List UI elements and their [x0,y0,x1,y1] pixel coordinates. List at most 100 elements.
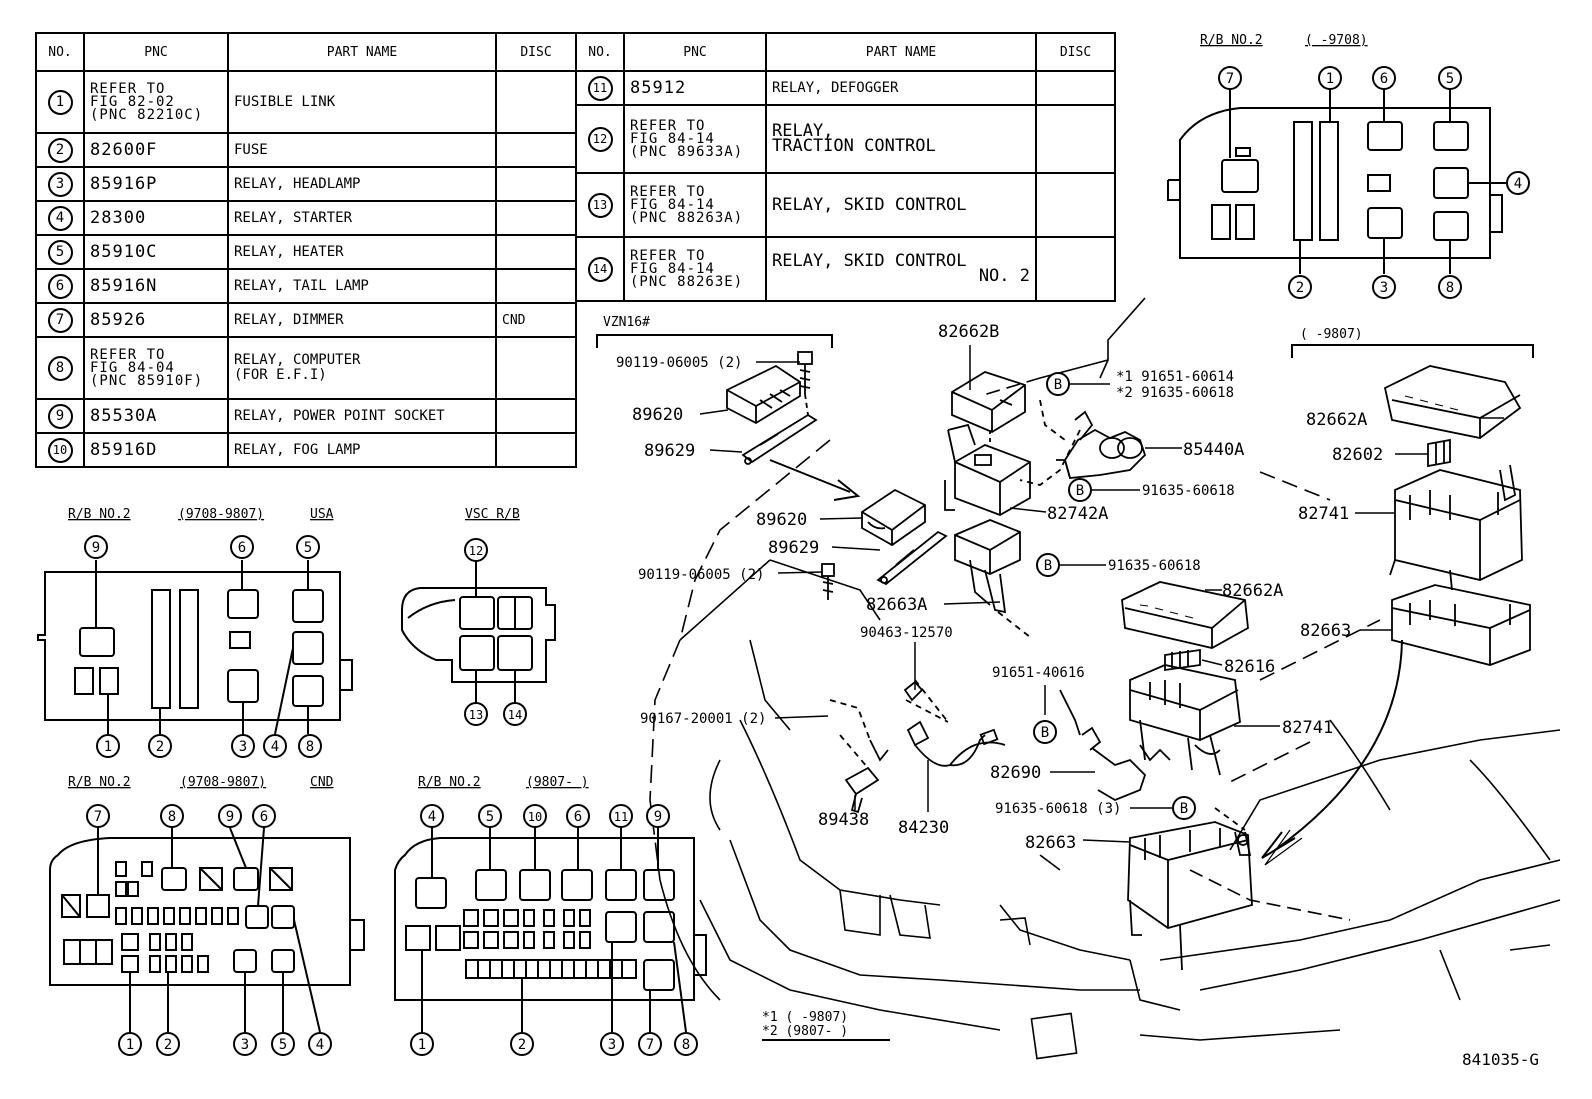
footnote-line: *2 (9807- ) [762,1024,848,1039]
item-number-callout: 3 [233,1032,257,1056]
cell-no: 9 [35,398,85,434]
cell-disc [495,432,577,468]
callout-label: 91635-60618 [1142,483,1235,499]
callout-label: 90167-20001 (2) [640,711,766,727]
box-title: R/B NO.2 [418,775,481,790]
item-number: 9 [92,540,100,556]
box-range: ( -9807) [1300,327,1363,342]
callout-label: 85440A [1183,440,1244,460]
item-number-callout: 9 [84,535,108,559]
item-number-callout: 4 [308,1032,332,1056]
item-number-callout: 3 [600,1032,624,1056]
header-no: NO. [35,32,85,72]
item-number-callout: 6 [1372,66,1396,90]
callout-label: 82742A [1047,504,1108,524]
item-number: B [1041,725,1049,741]
cell-no: 7 [35,302,85,338]
item-number-callout: 3 [1372,275,1396,299]
vehicle-body-outline [649,297,1561,1060]
item-number-circle: 5 [47,239,73,265]
item-number-callout: 6 [566,804,590,828]
cell-pnc: 85916D [83,432,229,468]
cell-part-name: RELAY, DEFOGGER [765,70,1037,106]
part-name-text: RELAY, COMPUTER (FOR E.F.I) [234,352,361,383]
item-number-callout: 2 [156,1032,180,1056]
cell-pnc: 85916P [83,166,229,202]
cell-no: 8 [35,336,85,400]
cell-disc: CND [495,302,577,338]
item-number-circle: 11 [587,75,613,101]
cell-pnc: 85912 [623,70,767,106]
callout-label: 89620 [632,405,683,425]
item-number-callout: 7 [638,1032,662,1056]
item-number: 1 [126,1037,134,1053]
part-name-text: RELAY, DIMMER [234,311,344,328]
item-number: 5 [1446,71,1454,87]
cell-disc [495,132,577,168]
item-number-callout: 14 [503,702,527,726]
part-name-text: FUSE [234,141,268,158]
item-number-callout: 5 [296,535,320,559]
cell-pnc: REFER TO FIG 84-14 (PNC 89633A) [623,104,767,174]
item-number: B [1044,558,1052,574]
item-number-callout: 7 [86,804,110,828]
item-number-callout: 4 [263,734,287,758]
item-number: 8 [1446,280,1454,296]
part-name-text: RELAY, SKID CONTROL [772,251,967,271]
header-pnc: PNC [83,32,229,72]
item-number: 8 [682,1037,690,1053]
item-number: 1 [1326,71,1334,87]
table-header-row: NO. PNC PART NAME DISC [35,32,577,72]
box-market: USA [310,507,334,522]
item-number-circle: 4 [47,205,73,231]
cell-disc [495,234,577,270]
item-number-callout: 2 [148,734,172,758]
item-number-callout: 4 [1506,171,1530,195]
figure-code: 841035-G [1462,1050,1539,1069]
cell-pnc: REFER TO FIG 84-14 (PNC 88263A) [623,172,767,238]
item-number: B [1180,801,1188,817]
box-range: (9708-9807) [178,507,264,522]
callout-label: 82616 [1224,657,1275,677]
item-number: 14 [508,708,522,722]
box-title: VSC R/B [465,507,520,522]
item-number-circle: 3 [47,171,73,197]
header-part-name: PART NAME [765,32,1037,72]
item-number: 9 [226,809,234,825]
item-number: 8 [306,739,314,755]
box-market: CND [310,775,334,790]
item-number-circle: 9 [47,403,73,429]
reference-marker-b: B [1068,478,1092,502]
item-number: 4 [428,809,436,825]
callout-label: 91635-60618 [1108,558,1201,574]
callout-label: 91635-60618 (3) [995,801,1121,817]
part-name-suffix: NO. 2 [978,266,1030,286]
cell-pnc: 85530A [83,398,229,434]
callout-label: 82662B [938,322,999,342]
cell-pnc: REFER TO FIG 84-04 (PNC 85910F) [83,336,229,400]
item-number: B [1076,483,1084,499]
item-number: 7 [94,809,102,825]
header-pnc: PNC [623,32,767,72]
range-brackets [596,334,1534,1041]
box-range: ( -9708) [1305,33,1368,48]
item-number-circle: 14 [587,256,613,282]
header-disc: DISC [1035,32,1116,72]
reference-marker-b: B [1036,553,1060,577]
part-name-text: RELAY, TRACTION CONTROL [772,121,936,156]
assembly-arrows [769,459,1403,866]
callout-label-variant: *2 91635-60618 [1116,385,1234,401]
item-number-callout: 1 [1318,66,1342,90]
cell-part-name: RELAY, STARTER [227,200,497,236]
item-number: 2 [156,739,164,755]
cell-pnc: REFER TO FIG 84-14 (PNC 88263E) [623,236,767,302]
item-number-callout: 3 [231,734,255,758]
header-part-name: PART NAME [227,32,497,72]
cell-no: 14 [575,236,625,302]
part-name-text: RELAY, HEADLAMP [234,175,361,192]
callout-label: 82662A [1222,581,1283,601]
cell-no: 10 [35,432,85,468]
